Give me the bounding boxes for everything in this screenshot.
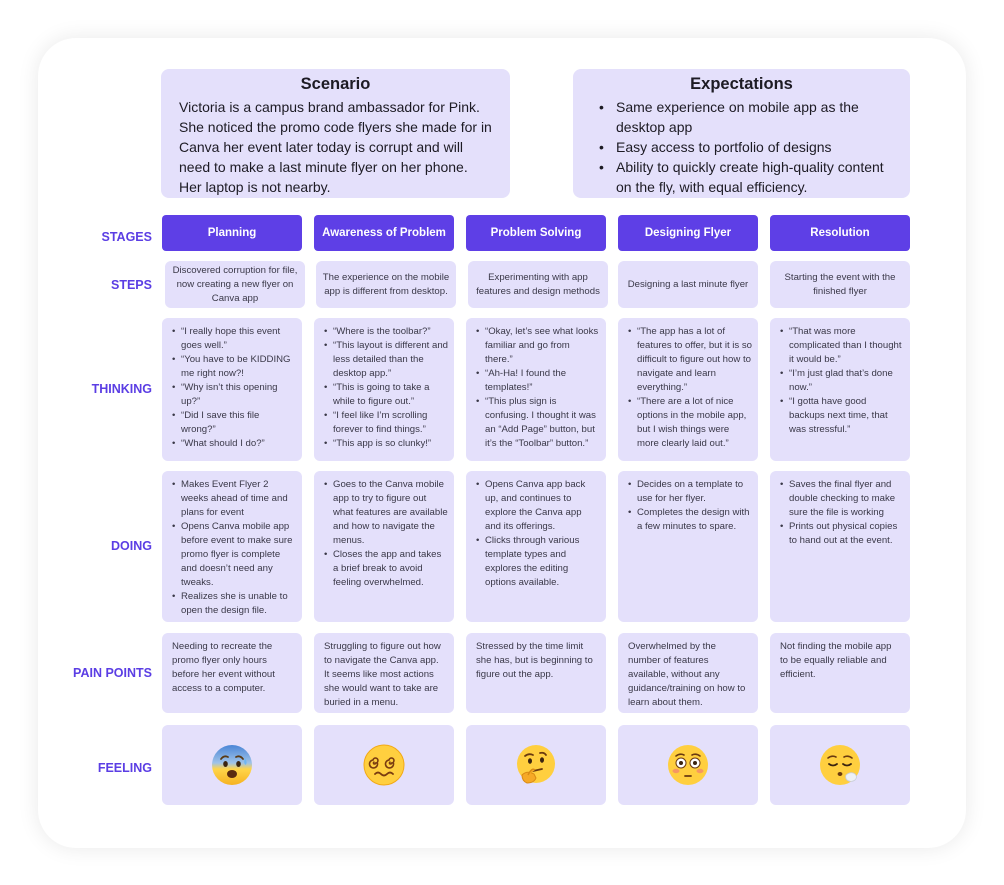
action-item: Opens Canva app back up, and continues t… [476,478,600,534]
thinking-cell: “Where is the toolbar?” “This layout is … [314,318,454,461]
stage-designing: Designing Flyer [618,215,758,251]
doing-cell: Goes to the Canva mobile app to try to f… [314,471,454,622]
thought-item: “Where is the toolbar?” [324,325,448,339]
action-item: Clicks through various template types an… [476,534,600,590]
action-item: Saves the final flyer and double checkin… [780,478,904,520]
thought-item: “This is going to take a while to figure… [324,381,448,409]
label-doing: DOING [111,539,152,553]
doing-cell: Saves the final flyer and double checkin… [770,471,910,622]
thought-item: “Why isn’t this opening up?” [172,381,296,409]
doing-cell: Opens Canva app back up, and continues t… [466,471,606,622]
action-item: Opens Canva mobile app before event to m… [172,520,296,590]
dizzy-face-icon [362,743,406,787]
thought-item: “Did I save this file wrong?” [172,409,296,437]
action-item: Goes to the Canva mobile app to try to f… [324,478,448,548]
feeling-cell [770,725,910,805]
action-item: Makes Event Flyer 2 weeks ahead of time … [172,478,296,520]
flushed-face-icon [666,743,710,787]
pain-point-cell: Struggling to figure out how to navigate… [314,633,454,713]
step-cell: Starting the event with the finished fly… [770,261,910,308]
label-steps: STEPS [111,278,152,292]
thought-item: “That was more complicated than I though… [780,325,904,367]
feeling-cell [314,725,454,805]
doing-cell: Decides on a template to use for her fly… [618,471,758,622]
action-item: Prints out physical copies to hand out a… [780,520,904,548]
expectations-box: Expectations Same experience on mobile a… [573,69,910,198]
thinking-cell: “That was more complicated than I though… [770,318,910,461]
action-item: Completes the design with a few minutes … [628,506,752,534]
thinking-cell: “I really hope this event goes well.” “Y… [162,318,302,461]
thought-item: “What should I do?” [172,437,296,451]
expectation-item: Ability to quickly create high-quality c… [599,157,892,197]
scenario-text: Victoria is a campus brand ambassador fo… [179,99,492,195]
action-item: Closes the app and takes a brief break t… [324,548,448,590]
thought-item: “This layout is different and less detai… [324,339,448,381]
thought-item: “This app is so clunky!” [324,437,448,451]
label-stages: STAGES [101,230,152,244]
stage-planning: Planning [162,215,302,251]
thought-item: “Ah-Ha! I found the templates!” [476,367,600,395]
thinking-cell: “The app has a lot of features to offer,… [618,318,758,461]
stage-resolution: Resolution [770,215,910,251]
pain-point-cell: Stressed by the time limit she has, but … [466,633,606,713]
pain-point-cell: Needing to recreate the promo flyer only… [162,633,302,713]
thought-item: “I gotta have good backups next time, th… [780,395,904,437]
thought-item: “Okay, let’s see what looks familiar and… [476,325,600,367]
step-cell: Experimenting with app features and desi… [468,261,608,308]
expectation-item: Same experience on mobile app as the des… [599,97,892,137]
step-cell: The experience on the mobile app is diff… [316,261,456,308]
pain-point-cell: Overwhelmed by the number of features av… [618,633,758,713]
stage-awareness: Awareness of Problem [314,215,454,251]
thought-item: “I feel like I’m scrolling forever to fi… [324,409,448,437]
feeling-cell [618,725,758,805]
doing-cell: Makes Event Flyer 2 weeks ahead of time … [162,471,302,622]
action-item: Realizes she is unable to open the desig… [172,590,296,618]
thought-item: “You have to be KIDDING me right now?! [172,353,296,381]
label-feeling: FEELING [97,761,152,775]
stage-problem-solving: Problem Solving [466,215,606,251]
thought-item: “I’m just glad that’s done now.” [780,367,904,395]
feeling-cell [162,725,302,805]
expectations-title: Expectations [690,75,793,93]
thought-item: “I really hope this event goes well.” [172,325,296,353]
thinking-cell: “Okay, let’s see what looks familiar and… [466,318,606,461]
label-thinking: THINKING [91,382,152,396]
scenario-box: Scenario Victoria is a campus brand amba… [161,69,510,198]
exhaling-face-icon [818,743,862,787]
thought-item: “There are a lot of nice options in the … [628,395,752,451]
feeling-cell [466,725,606,805]
thought-item: “The app has a lot of features to offer,… [628,325,752,395]
step-cell: Designing a last minute flyer [618,261,758,308]
scenario-title: Scenario [300,75,371,93]
thought-item: “This plus sign is confusing. I thought … [476,395,600,451]
expectations-list: Same experience on mobile app as the des… [591,97,892,197]
anxious-face-icon [210,743,254,787]
expectation-item: Easy access to portfolio of designs [599,137,892,157]
pain-point-cell: Not finding the mobile app to be equally… [770,633,910,713]
action-item: Decides on a template to use for her fly… [628,478,752,506]
label-pain-points: PAIN POINTS [73,666,152,680]
step-cell: Discovered corruption for file, now crea… [165,261,305,308]
thinking-face-icon [514,743,558,787]
